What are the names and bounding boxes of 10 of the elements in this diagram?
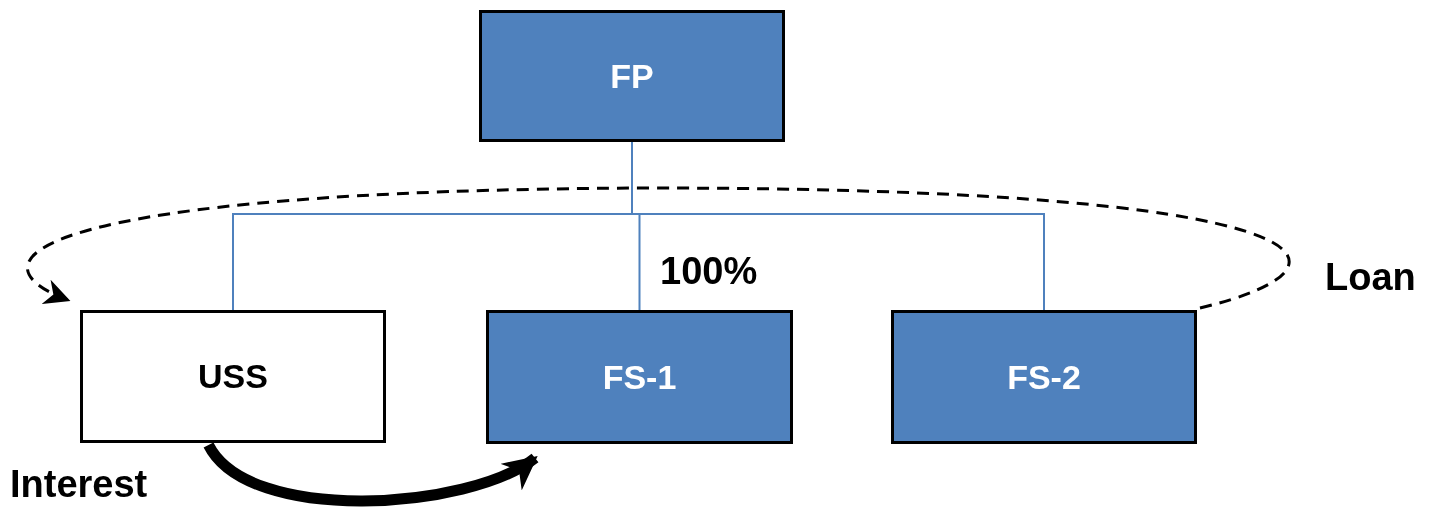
entity-box (486, 310, 793, 444)
entity-box (891, 310, 1197, 444)
entity-name: FP (610, 56, 654, 96)
arrow (28, 186, 1290, 310)
entity-box (479, 10, 785, 142)
entity-name: FS-1 (602, 357, 677, 397)
entity-box (80, 310, 386, 443)
entity-name: FS-2 (1007, 357, 1081, 397)
entity-name: USS (198, 357, 268, 396)
arrow (204, 441, 538, 507)
